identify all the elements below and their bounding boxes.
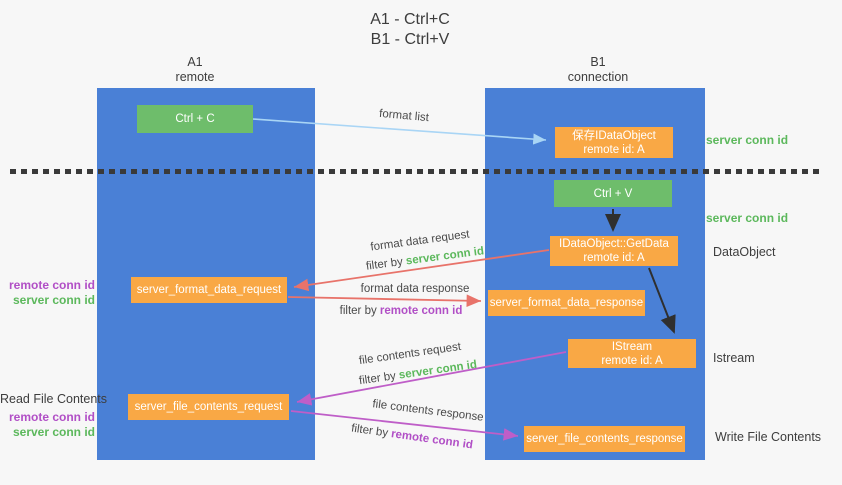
filter-by-remote-conn-id-label-1: filter by remote conn id bbox=[340, 305, 463, 317]
ctrl-v-node: Ctrl + V bbox=[554, 180, 672, 207]
remote-conn-id-annotation-left-2: remote conn id bbox=[8, 410, 95, 424]
server-conn-id-annotation-right-1: server conn id bbox=[706, 133, 789, 147]
filter-by-prefix-3: filter by bbox=[358, 369, 400, 388]
file-contents-response-label: file contents response bbox=[371, 398, 485, 424]
server-format-data-request-label: server_format_data_request bbox=[136, 284, 282, 296]
istream-side-label: Istream bbox=[713, 351, 755, 365]
save-dataobject-line2: remote id: A bbox=[583, 143, 645, 156]
remote-conn-id-highlight-1: remote conn id bbox=[379, 305, 463, 317]
istream-line2: remote id: A bbox=[601, 354, 663, 367]
session-separator-line bbox=[10, 169, 822, 174]
ctrl-c-label: Ctrl + C bbox=[175, 113, 215, 125]
read-file-contents-label: Read File Contents bbox=[0, 392, 108, 406]
getdata-line2: remote id: A bbox=[583, 252, 645, 264]
server-file-contents-response-label: server_file_contents_response bbox=[526, 433, 683, 445]
server-file-contents-response-node: server_file_contents_response bbox=[524, 426, 685, 452]
lane-b1-subtitle: connection bbox=[567, 70, 629, 84]
filter-by-prefix-4: filter by bbox=[350, 422, 392, 441]
istream-line1: IStream bbox=[611, 340, 653, 353]
getdata-node: IDataObject::GetData remote id: A bbox=[550, 236, 678, 266]
server-conn-id-annotation-right-2: server conn id bbox=[706, 211, 789, 225]
save-dataobject-line1: 保存IDataObject bbox=[572, 129, 656, 142]
title-line-1: A1 - Ctrl+C bbox=[370, 11, 450, 28]
lane-header-b1: B1 connection bbox=[543, 55, 653, 85]
remote-conn-id-highlight-2: remote conn id bbox=[390, 428, 474, 452]
filter-by-remote-conn-id-label-2: filter by remote conn id bbox=[350, 423, 473, 452]
server-conn-id-annotation-left-1: server conn id bbox=[12, 293, 95, 307]
write-file-contents-label: Write File Contents bbox=[715, 430, 822, 444]
getdata-line1: IDataObject::GetData bbox=[559, 238, 669, 250]
server-format-data-response-label: server_format_data_response bbox=[489, 297, 644, 309]
server-conn-id-annotation-left-2: server conn id bbox=[12, 425, 95, 439]
save-dataobject-node: 保存IDataObject remote id: A bbox=[555, 127, 673, 158]
format-list-label: format list bbox=[378, 107, 430, 125]
ctrl-c-node: Ctrl + C bbox=[137, 105, 253, 133]
format-data-response-arrow bbox=[287, 294, 482, 308]
diagram-title: A1 - Ctrl+C B1 - Ctrl+V bbox=[310, 10, 510, 50]
lane-header-a1: A1 remote bbox=[140, 55, 250, 85]
istream-node: IStream remote id: A bbox=[568, 339, 696, 368]
filter-by-prefix-2: filter by bbox=[339, 305, 380, 317]
server-file-contents-request-node: server_file_contents_request bbox=[128, 394, 289, 420]
server-file-contents-request-label: server_file_contents_request bbox=[134, 401, 283, 413]
filter-by-prefix-1: filter by bbox=[365, 255, 407, 273]
dataobject-label: DataObject bbox=[713, 245, 776, 259]
lane-a1-subtitle: remote bbox=[175, 70, 215, 84]
lane-b1-name: B1 bbox=[590, 55, 606, 69]
lane-a1-name: A1 bbox=[187, 55, 203, 69]
server-format-data-response-node: server_format_data_response bbox=[488, 290, 645, 316]
server-format-data-request-node: server_format_data_request bbox=[131, 277, 287, 303]
server-conn-id-highlight-2: server conn id bbox=[398, 358, 478, 382]
title-line-2: B1 - Ctrl+V bbox=[370, 31, 450, 48]
format-data-response-label: format data response bbox=[360, 283, 470, 295]
server-conn-id-highlight-1: server conn id bbox=[405, 245, 485, 268]
remote-conn-id-annotation-left-1: remote conn id bbox=[8, 278, 95, 292]
ctrl-v-label: Ctrl + V bbox=[593, 187, 633, 200]
